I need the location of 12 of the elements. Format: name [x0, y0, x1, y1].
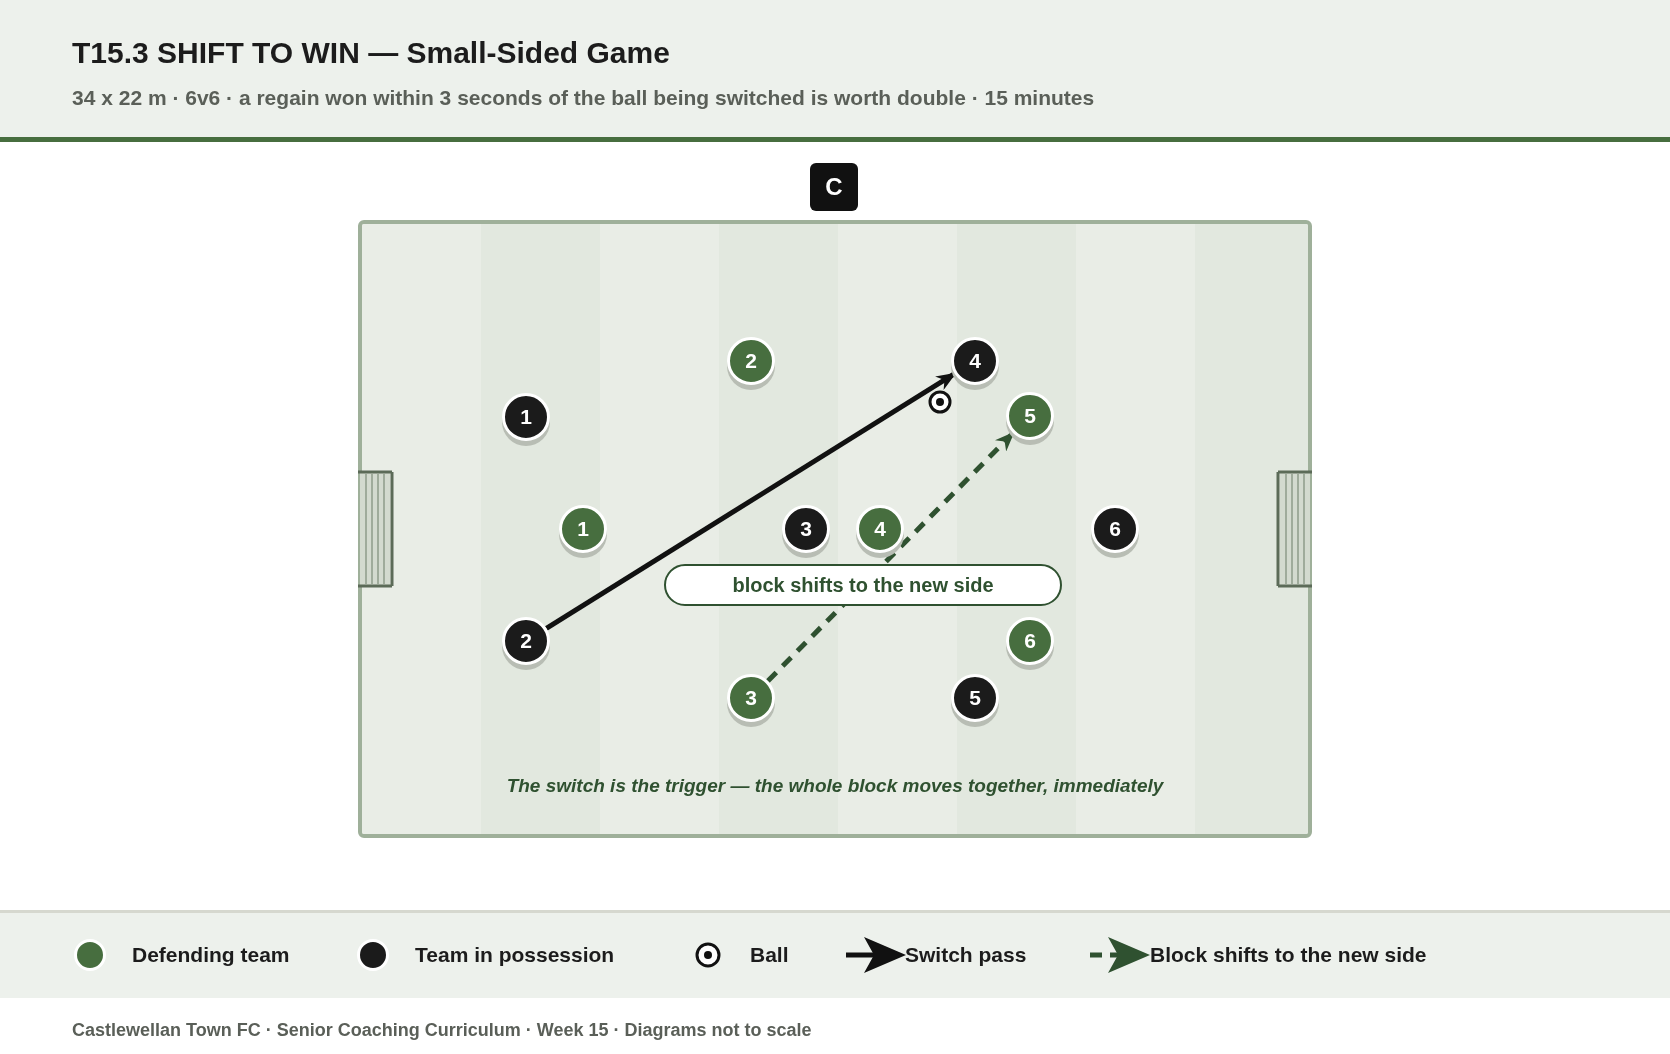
legend-label: Switch pass	[905, 942, 1027, 969]
title: T15.3 SHIFT TO WIN — Small-Sided Game	[72, 35, 670, 71]
legend-label: Defending team	[132, 942, 290, 969]
pitch-note: The switch is the trigger — the whole block moves together, immediately	[506, 774, 1164, 798]
legend-label: Ball	[750, 942, 789, 969]
coach-marker: C	[810, 163, 858, 211]
dashed-arrow	[766, 431, 1015, 683]
legend-label: Block shifts to the new side	[1150, 942, 1427, 969]
subtitle: 34 x 22 m · 6v6 · a regain won within 3 seconds of the ball being switched is worth double · 15 minutes	[72, 85, 1095, 111]
legend-label: Team in possession	[415, 942, 615, 969]
edge-label: block shifts to the new side	[664, 564, 1062, 606]
footer-note: Castlewellan Town FC · Senior Coaching Curriculum · Week 15 · Diagrams not to scale	[72, 1019, 812, 1042]
